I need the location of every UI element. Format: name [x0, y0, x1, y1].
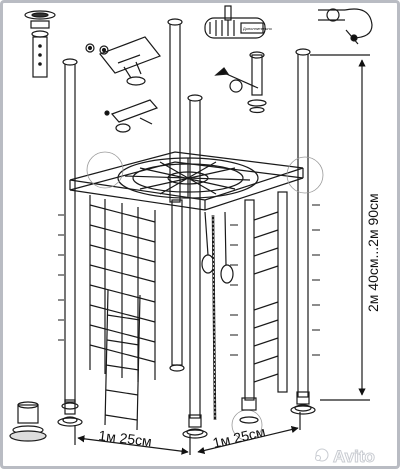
post-front-left [61, 58, 79, 424]
top-cap-detail [24, 10, 56, 78]
climbing-rope [211, 214, 217, 421]
bracket-detail [318, 8, 373, 45]
post-front-center [186, 94, 204, 436]
joint-highlight-left [86, 151, 124, 189]
watermark-text: Avito [333, 447, 375, 466]
floor-cup-detail [9, 401, 47, 442]
post-back-right [294, 48, 312, 412]
post-back-left [167, 18, 183, 203]
width-left-label: 1м 25см [98, 427, 153, 449]
hook-detail [104, 99, 159, 133]
avito-watermark: Avito [315, 447, 375, 467]
post-middle-left [169, 199, 185, 372]
wall-bars-right [239, 191, 288, 424]
width-right-label: 1м 25см [211, 423, 267, 451]
rope-net-top [117, 157, 259, 199]
height-dimension-line [310, 54, 370, 401]
clamp-detail: Дополнительно [204, 5, 273, 39]
bracket-washer-detail [214, 51, 267, 114]
rope-ladder [104, 289, 141, 431]
clamp-text: Дополнительно [243, 26, 273, 31]
nuts-detail [85, 43, 109, 55]
height-label: 2м 40см...2м 90см [365, 193, 381, 312]
gymnastic-rings [201, 211, 234, 284]
bolt-marks [58, 204, 320, 356]
tube-connector-detail [99, 36, 161, 86]
joint-highlight-right [286, 156, 324, 194]
rope-net-left [89, 195, 156, 382]
width-dimension-lines [74, 412, 301, 455]
